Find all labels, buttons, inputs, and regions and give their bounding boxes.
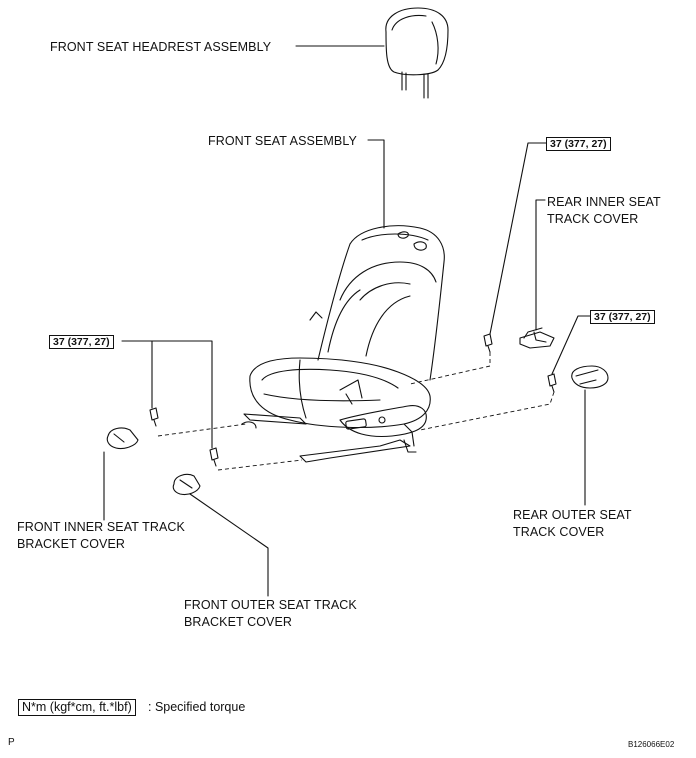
seat-assembly-label: FRONT SEAT ASSEMBLY	[208, 134, 357, 148]
front-outer-bracket-label-line2: BRACKET COVER	[184, 615, 293, 629]
front-inner-bracket-label-line2: BRACKET COVER	[17, 537, 126, 551]
torque-label-rear-outer: 37 (377, 27)	[590, 310, 655, 324]
front-inner-cover-drawing	[106, 427, 139, 450]
torque-leader-front-outer	[151, 340, 213, 449]
rear-inner-cover-leader	[535, 199, 546, 331]
rear-outer-cover-drawing	[571, 365, 609, 389]
front-outer-bracket-label-line1: FRONT OUTER SEAT TRACK	[184, 598, 357, 612]
headrest-drawing	[385, 7, 449, 99]
rear-inner-cover-label-line2: TRACK COVER	[547, 212, 639, 226]
legend-description: : Specified torque	[148, 700, 246, 714]
front-inner-bracket-label-line1: FRONT INNER SEAT TRACK	[17, 520, 185, 534]
headrest-label: FRONT SEAT HEADREST ASSEMBLY	[50, 40, 272, 54]
torque-leader-rear-inner	[489, 142, 547, 335]
front-outer-cover-leader	[189, 493, 269, 597]
torque-label-front: 37 (377, 27)	[49, 335, 114, 349]
seat-drawing	[241, 225, 445, 463]
footer-left-mark: P	[8, 737, 15, 748]
rear-inner-cover-label-line1: REAR INNER SEAT	[547, 195, 661, 209]
bolt-drawings	[149, 333, 557, 467]
dashed-install-lines	[157, 352, 555, 471]
torque-leader-front-inner	[121, 340, 153, 409]
rear-outer-cover-label-line1: REAR OUTER SEAT	[513, 508, 632, 522]
torque-label-rear-inner: 37 (377, 27)	[546, 137, 611, 151]
legend-torque-unit-box: N*m (kgf*cm, ft.*lbf)	[18, 699, 136, 716]
torque-leader-rear-outer	[551, 315, 591, 375]
seat-assembly-leader-line	[367, 139, 385, 229]
front-outer-cover-drawing	[172, 473, 201, 496]
rear-inner-cover-drawing	[519, 327, 555, 349]
figure-code: B126066E02	[628, 740, 675, 749]
rear-outer-cover-label-line2: TRACK COVER	[513, 525, 605, 539]
